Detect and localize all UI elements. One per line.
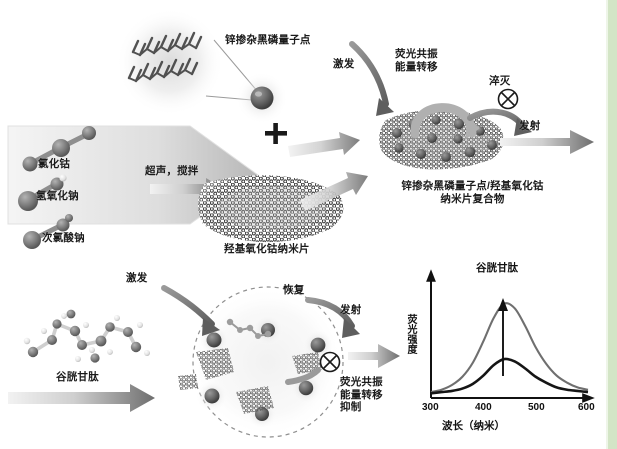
chart-title: 谷胱甘肽 <box>476 262 518 274</box>
chart-series-1 <box>430 357 589 395</box>
arrow-to-chart <box>348 344 400 368</box>
coooh-nanosheet <box>197 175 344 243</box>
plus-sign-icon <box>265 123 287 144</box>
arrow-to-composite <box>288 132 368 211</box>
glutathione-bound <box>226 318 272 339</box>
chart-xtick-0: 300 <box>422 402 439 413</box>
free-quantum-dots <box>196 314 334 429</box>
label-emission-top: 发射 <box>519 120 541 132</box>
quantum-dot-sphere <box>236 72 288 124</box>
arrow-glutathione-input <box>8 384 155 412</box>
label-fret-inhibit: 荧光共振 能量转移 抑制 <box>340 376 383 413</box>
label-glutathione: 谷胱甘肽 <box>56 371 99 383</box>
chart-recovery-arrow <box>498 298 508 376</box>
arrow-excitation-bottom <box>161 285 220 336</box>
label-reagent-0: 氯化钴 <box>38 158 71 170</box>
fret-arc-top <box>410 103 480 140</box>
chart-xtick-2: 500 <box>528 402 545 413</box>
label-quantum-dot: 锌掺杂黑磷量子点 <box>225 34 311 46</box>
chart-x-axis-title: 波长（纳米） <box>442 420 505 432</box>
label-quench: 淬灭 <box>489 75 511 87</box>
arrow-top-output <box>500 130 594 154</box>
quench-symbol-icon <box>497 88 519 110</box>
label-emission-bottom: 发射 <box>340 304 362 316</box>
label-excitation-bottom: 激发 <box>126 272 148 284</box>
label-fret-top: 荧光共振 能量转移 <box>395 48 438 73</box>
arrow-excitation-top <box>349 41 394 116</box>
label-excitation-top: 激发 <box>333 58 355 70</box>
composite-nanosheet <box>379 109 504 170</box>
fluorescence-spectrum-chart: 谷胱甘肽 荧光强度 300 400 500 600 波长（纳米） <box>405 258 602 444</box>
recovered-system-circle <box>178 286 344 438</box>
molecule-glutathione <box>23 309 150 363</box>
black-phosphorus-inset <box>116 8 259 116</box>
label-recovery: 恢复 <box>283 284 305 296</box>
chart-series-0 <box>430 302 589 394</box>
chart-xtick-1: 400 <box>475 402 492 413</box>
chart-xtick-3: 600 <box>578 402 595 413</box>
label-reagent-1: 氢氧化钠 <box>36 190 79 202</box>
nanosheet-fragments <box>178 348 322 414</box>
label-reagent-2: 次氯酸钠 <box>42 232 85 244</box>
right-accent-border-inner <box>606 0 608 449</box>
chart-y-axis-title: 荧光强度 <box>405 314 416 354</box>
label-sonication: 超声，搅拌 <box>145 165 199 177</box>
right-accent-border <box>608 0 617 449</box>
label-nanosheet: 羟基氧化钴纳米片 <box>224 243 310 255</box>
fret-inhibit-symbol-icon <box>285 351 341 385</box>
label-composite: 锌掺杂黑磷量子点/羟基氧化钴 纳米片复合物 <box>401 180 544 205</box>
arrow-sonication <box>150 178 224 200</box>
reagent-wedge <box>7 125 259 225</box>
chart-plot <box>426 269 595 403</box>
